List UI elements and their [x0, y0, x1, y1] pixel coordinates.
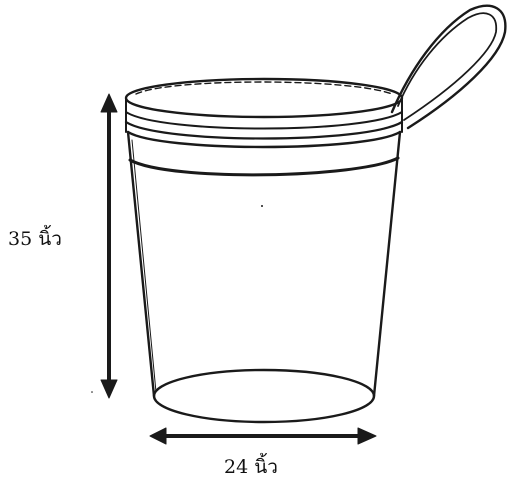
bucket-band — [128, 156, 400, 177]
height-dimension-arrow — [100, 93, 118, 399]
speck — [91, 391, 93, 393]
width-dimension-arrow — [149, 427, 377, 445]
bucket-rim — [124, 77, 404, 149]
bucket-handle — [390, 4, 507, 130]
height-label: 35 นิ้ว — [8, 228, 62, 250]
speck — [261, 205, 263, 207]
bucket-base — [152, 368, 376, 424]
bucket-body — [126, 130, 402, 398]
width-label: 24 นิ้ว — [224, 456, 278, 478]
